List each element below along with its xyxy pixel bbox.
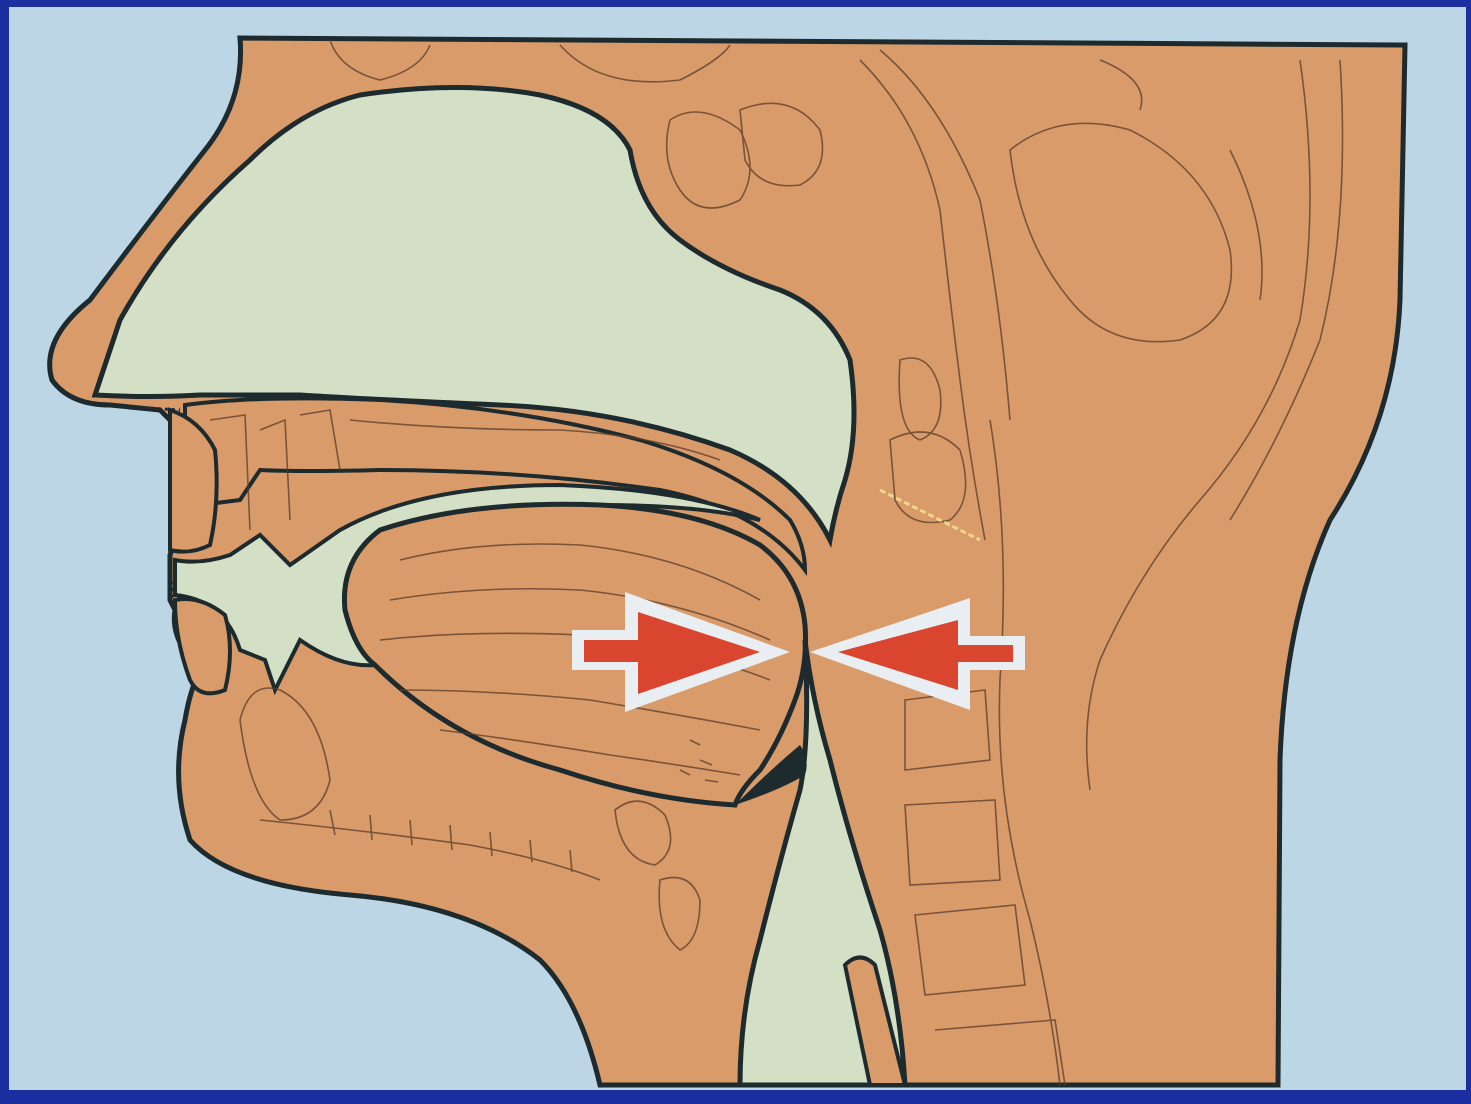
- anatomy-diagram: [0, 0, 1471, 1104]
